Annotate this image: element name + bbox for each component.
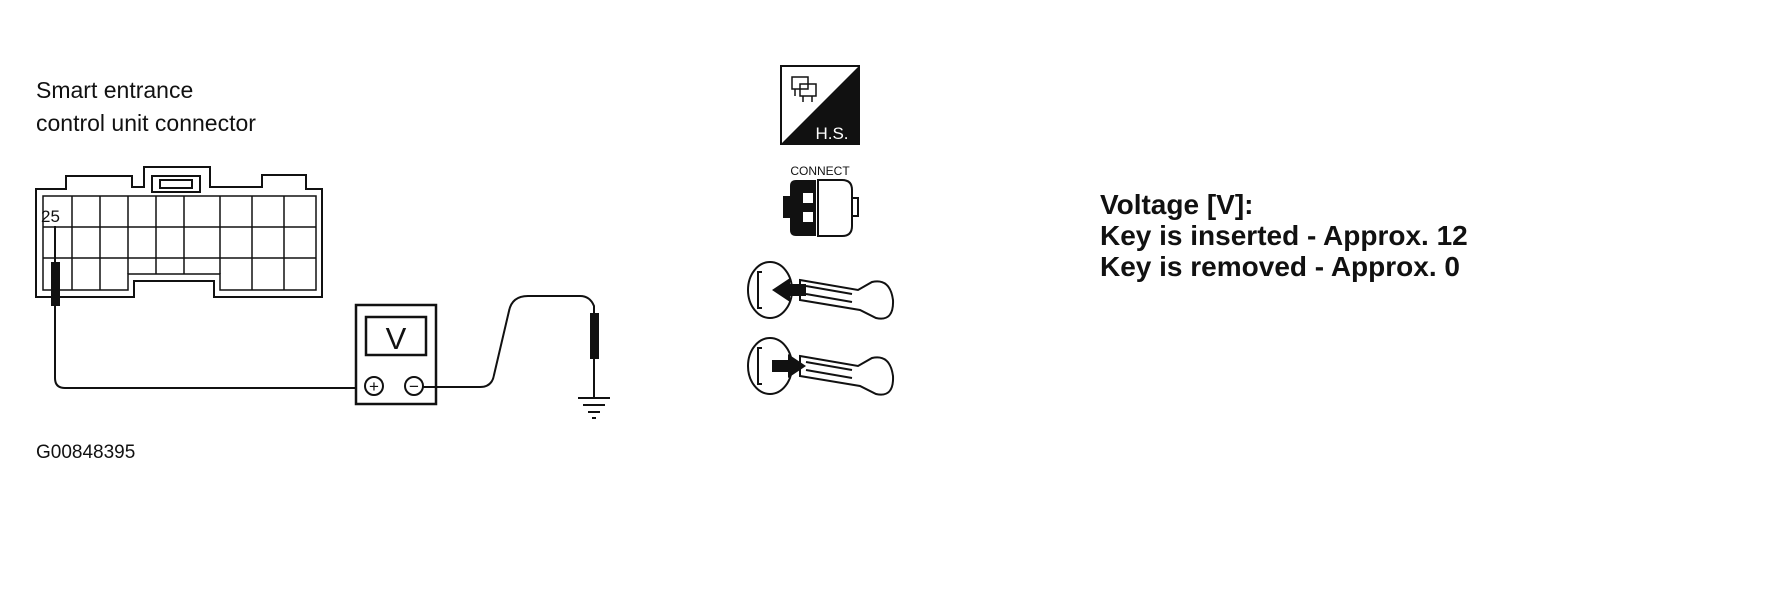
spec-line-key-inserted: Key is inserted - Approx. 12 <box>1100 220 1468 251</box>
probe-negative <box>590 313 599 398</box>
lead-wire-negative <box>423 295 595 388</box>
lead-wire-positive <box>54 318 360 389</box>
connector-connect-icon <box>783 179 859 237</box>
voltmeter <box>354 303 438 406</box>
connector-diagram <box>35 166 323 298</box>
key-remove-icon <box>747 337 895 396</box>
voltmeter-symbol: V <box>386 321 407 356</box>
meter-minus-terminal: − <box>409 377 419 396</box>
meter-plus-terminal: + <box>369 377 379 396</box>
hs-label: H.S. <box>815 124 848 143</box>
hs-icon <box>780 65 860 145</box>
spec-line-key-removed: Key is removed - Approx. 0 <box>1100 251 1460 282</box>
spec-line-voltage: Voltage [V]: <box>1100 189 1253 220</box>
connector-label-line1: Smart entrance <box>36 77 193 103</box>
connect-label: CONNECT <box>790 164 850 178</box>
connector-label-line2: control unit connector <box>36 110 256 136</box>
key-insert-icon <box>747 261 895 320</box>
figure-id: G00848395 <box>36 442 135 463</box>
pin-number-label: 25 <box>41 207 60 226</box>
ground-symbol-icon <box>578 397 610 419</box>
probe-positive <box>51 226 60 318</box>
